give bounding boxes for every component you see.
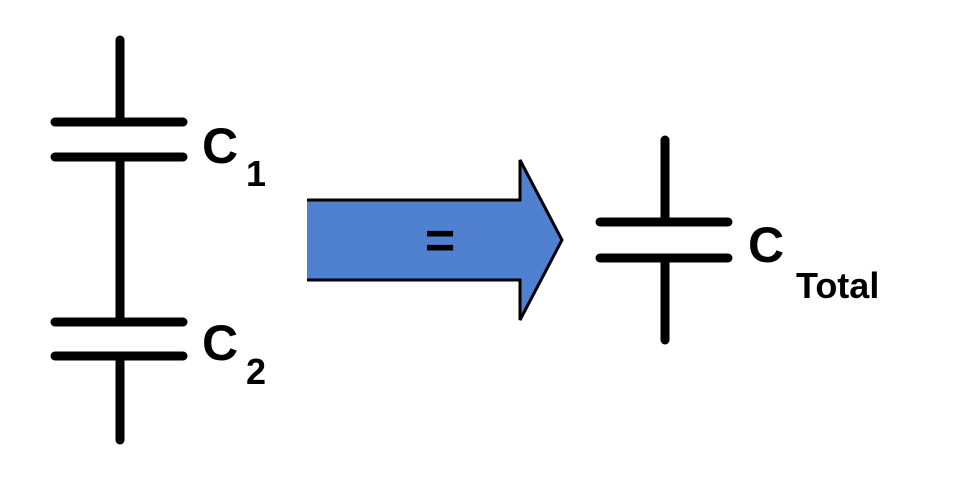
capacitor-1-letter: C xyxy=(202,118,238,174)
capacitor-total-label: C Total xyxy=(748,217,879,306)
capacitor-2-subscript: 2 xyxy=(246,351,266,392)
capacitor-2-letter: C xyxy=(202,315,238,371)
capacitor-1-subscript: 1 xyxy=(246,153,266,194)
equivalence-arrow: = xyxy=(307,159,564,321)
capacitor-2-label: C2 xyxy=(202,315,266,392)
arrow-outline xyxy=(307,159,564,321)
capacitor-total-letter: C xyxy=(748,217,784,273)
capacitor-total-subscript: Total xyxy=(796,265,879,306)
equivalent-circuit xyxy=(595,135,733,345)
equals-sign: = xyxy=(425,212,455,270)
series-circuit xyxy=(50,35,188,445)
